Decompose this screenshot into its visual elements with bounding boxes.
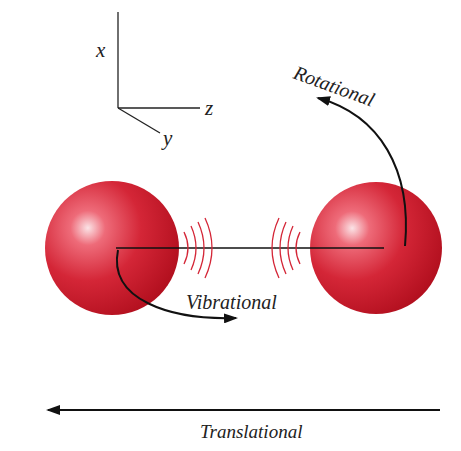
axis-label: x	[96, 40, 105, 61]
axis-label: y	[163, 128, 172, 149]
y-axis	[118, 108, 160, 133]
motion-label: Translational	[200, 422, 302, 441]
axis-label: z	[205, 98, 213, 119]
motion-label: Vibrational	[186, 292, 277, 312]
x-axis	[117, 12, 118, 108]
axes	[118, 12, 200, 133]
z-axis	[118, 107, 200, 108]
bond-line	[116, 247, 384, 248]
rotation-arrow	[318, 98, 406, 246]
translation-arrow	[48, 409, 440, 411]
vibration-waves	[184, 218, 300, 278]
